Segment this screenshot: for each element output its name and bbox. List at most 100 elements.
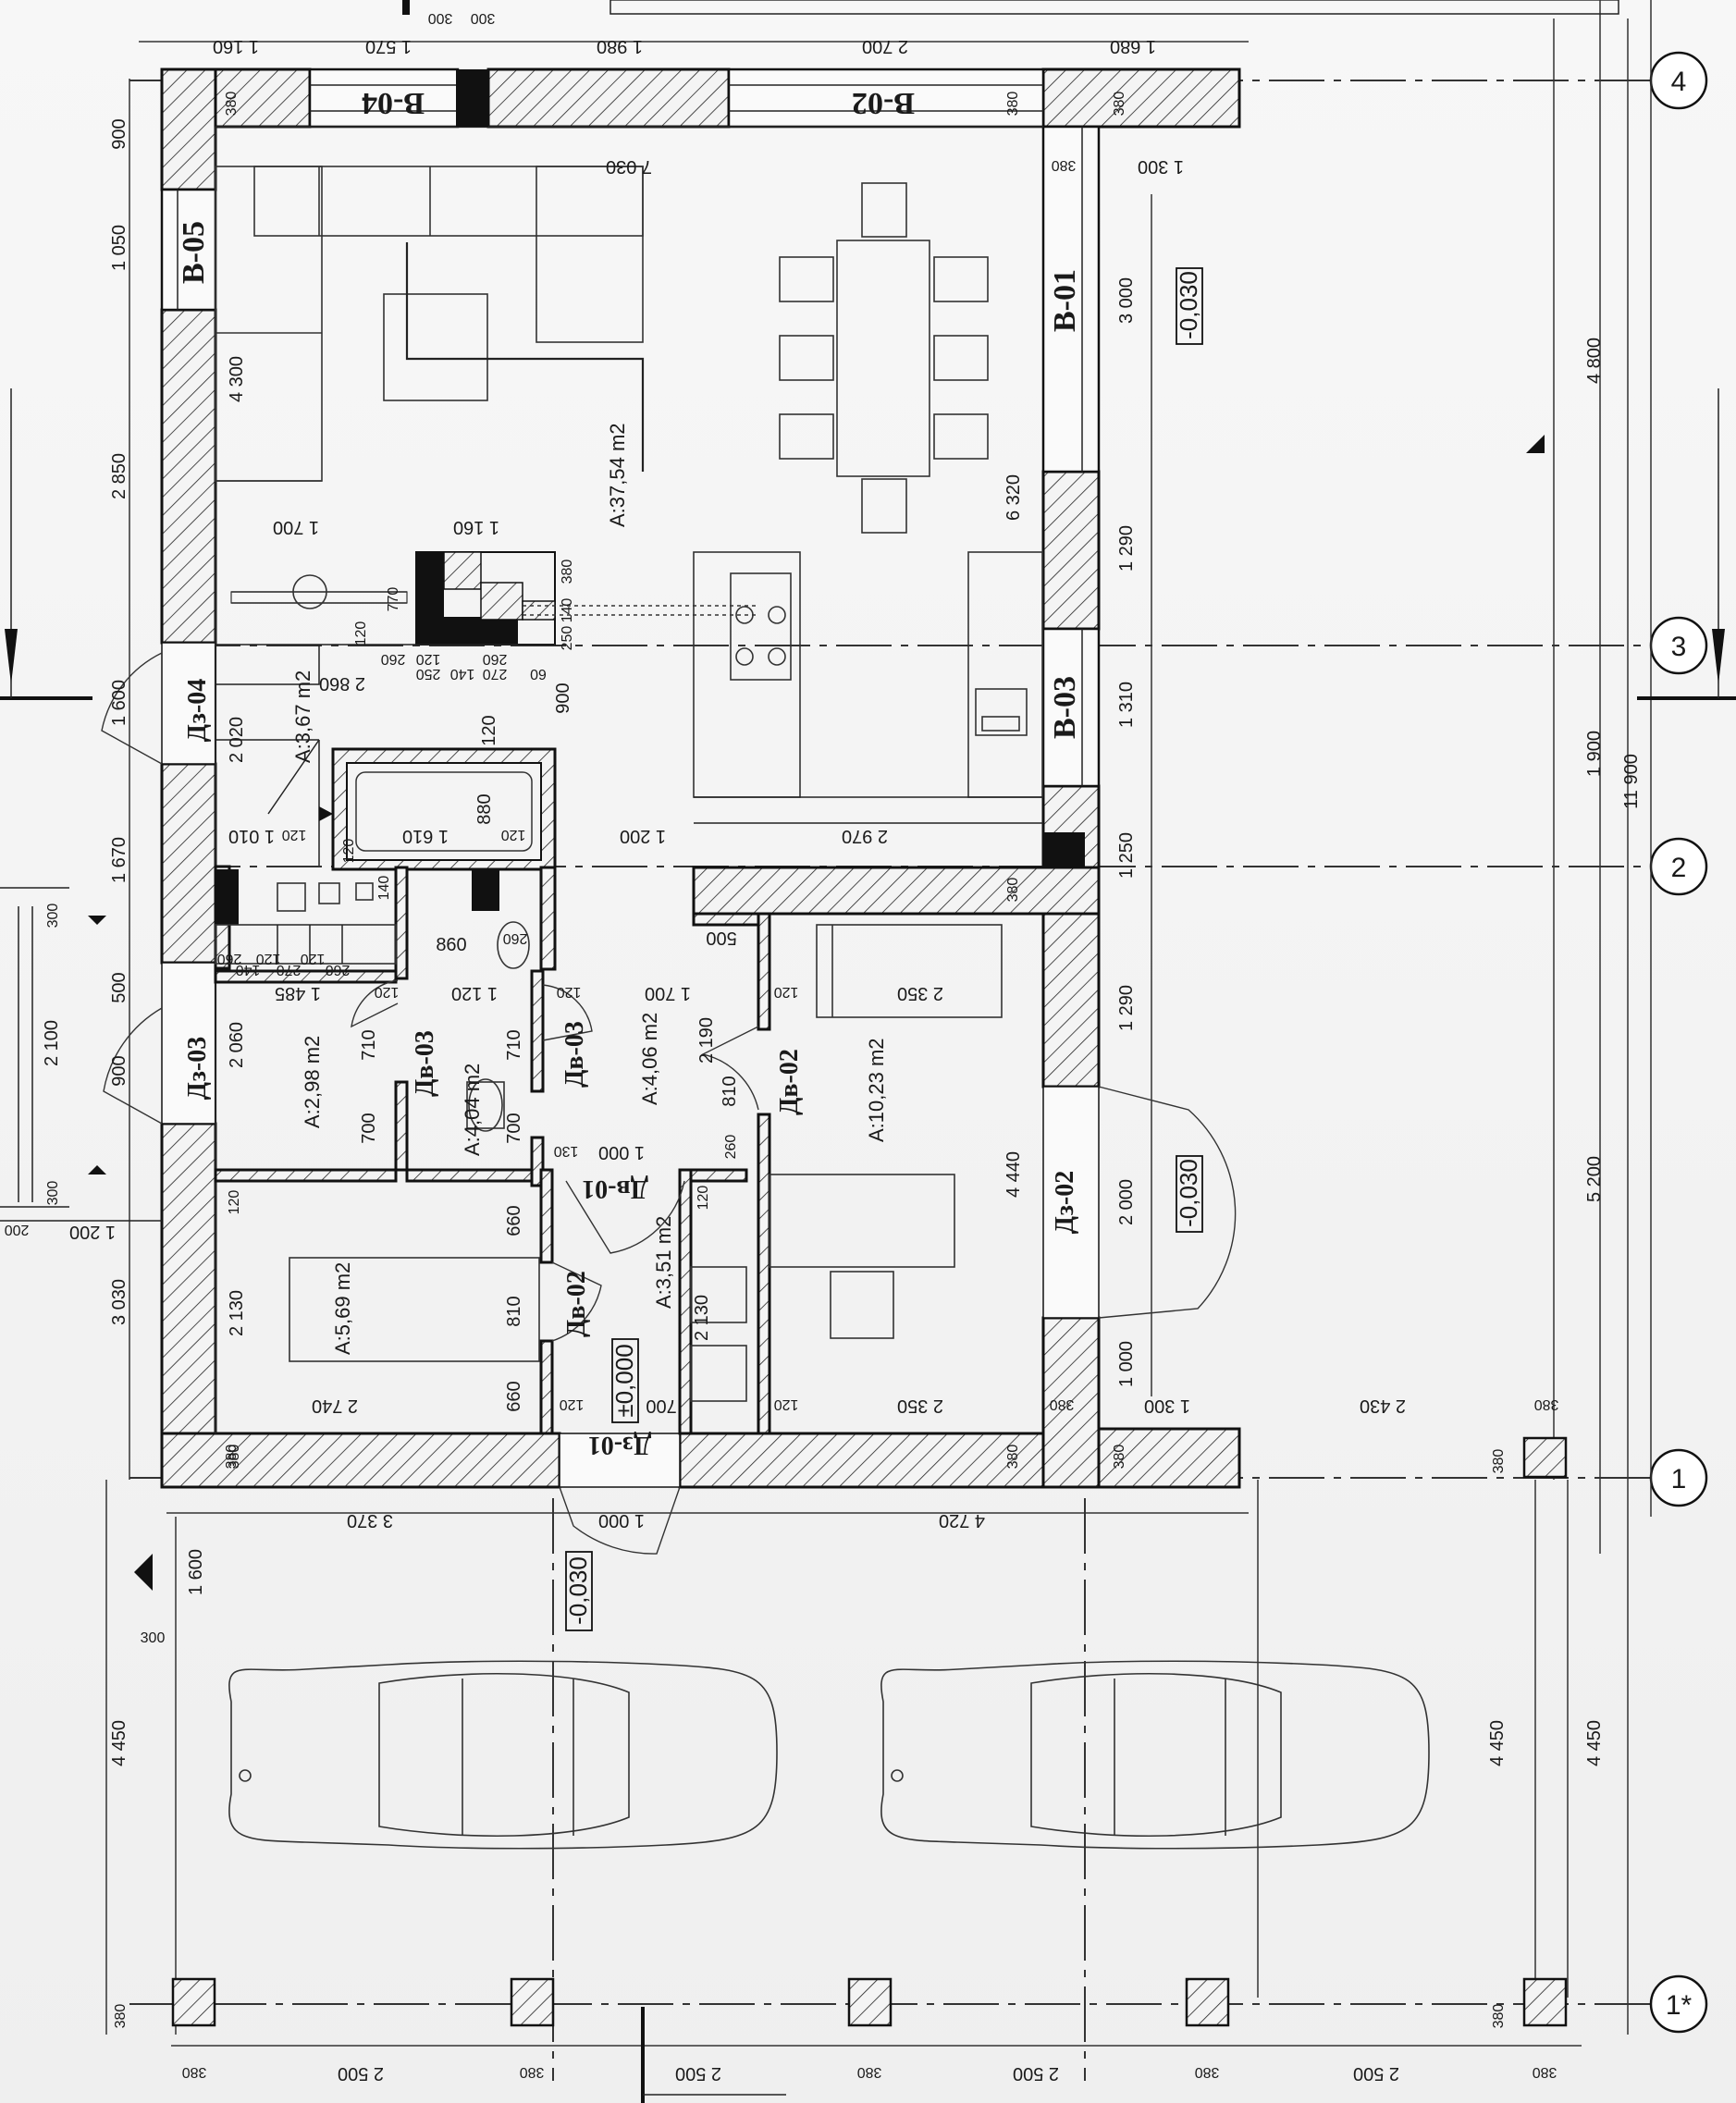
svg-text:2 500: 2 500 <box>1013 2063 1059 2084</box>
dims-right: 4 800 1 900 11 900 5 200 4 450 4 450 3 0… <box>1003 277 1642 1766</box>
axis-label-2: 2 <box>1671 853 1687 883</box>
door-label-dv01: Дв-01 <box>582 1174 648 1203</box>
svg-text:1 250: 1 250 <box>1116 832 1137 879</box>
axis-label-4: 4 <box>1671 67 1687 97</box>
svg-text:1 120: 1 120 <box>451 983 498 1003</box>
svg-text:2 100: 2 100 <box>42 1020 62 1066</box>
svg-text:11 900: 11 900 <box>1621 754 1642 809</box>
door-dv02b: Дв-02 <box>551 1261 602 1342</box>
door-label-dz03: Дз-03 <box>183 1037 212 1101</box>
axis-label-1: 1 <box>1671 1464 1687 1494</box>
svg-text:200: 200 <box>5 1222 30 1237</box>
svg-text:900: 900 <box>109 1055 129 1086</box>
door-label-dz01: Дз-01 <box>588 1431 652 1459</box>
svg-text:120: 120 <box>557 984 582 1000</box>
svg-text:300: 300 <box>471 10 496 26</box>
svg-text:120: 120 <box>774 1396 799 1412</box>
level-bottom: -0,030 <box>564 1551 593 1631</box>
svg-text:700: 700 <box>646 1396 676 1416</box>
window-label-v05: В-05 <box>177 221 211 284</box>
door-dz01: Дз-01 <box>559 1431 681 1555</box>
window-v05: В-05 <box>160 188 217 312</box>
svg-text:380: 380 <box>1491 2004 1507 2029</box>
level-zero: ±0,000 <box>610 1338 639 1423</box>
axis-lines <box>129 80 1651 2081</box>
svg-text:380: 380 <box>1052 157 1077 173</box>
svg-text:130: 130 <box>554 1143 579 1159</box>
sofa-living <box>215 166 645 482</box>
axis-marker-3: 3 <box>1649 616 1708 675</box>
door-label-dz04: Дз-04 <box>183 679 212 743</box>
door-dz03: Дз-03 <box>103 962 216 1125</box>
svg-text:-0,030: -0,030 <box>1175 1159 1202 1227</box>
car-right <box>880 1660 1430 1850</box>
svg-text:120: 120 <box>696 1186 711 1211</box>
svg-text:2 500: 2 500 <box>338 2063 384 2084</box>
svg-text:140: 140 <box>236 962 261 978</box>
svg-text:260: 260 <box>723 1135 739 1160</box>
svg-text:2 000: 2 000 <box>1116 1179 1137 1225</box>
axis-marker-1s: 1* <box>1649 1974 1708 2034</box>
svg-text:1 300: 1 300 <box>1144 1396 1190 1416</box>
svg-text:-0,030: -0,030 <box>564 1556 592 1625</box>
svg-text:4 450: 4 450 <box>109 1720 129 1766</box>
svg-text:380: 380 <box>1005 1445 1021 1470</box>
svg-text:710: 710 <box>504 1029 524 1060</box>
kitchen-island <box>693 551 1043 824</box>
svg-text:5 200: 5 200 <box>1584 1156 1605 1202</box>
svg-text:2 500: 2 500 <box>675 2063 721 2084</box>
svg-text:2 700: 2 700 <box>862 36 908 56</box>
axis-label-1s: 1* <box>1666 1990 1693 2021</box>
svg-text:120: 120 <box>375 984 400 1000</box>
svg-text:380: 380 <box>113 2004 129 2029</box>
svg-text:1 980: 1 980 <box>597 36 643 56</box>
svg-text:1 680: 1 680 <box>1110 36 1156 56</box>
svg-text:2 970: 2 970 <box>842 826 888 846</box>
svg-text:60: 60 <box>530 666 547 682</box>
window-v02: В-02 <box>727 68 1045 129</box>
svg-text:380: 380 <box>1005 92 1021 117</box>
svg-text:±0,000: ±0,000 <box>610 1344 638 1417</box>
svg-text:120: 120 <box>479 715 499 745</box>
svg-text:1 310: 1 310 <box>1116 682 1137 728</box>
svg-text:710: 710 <box>359 1029 379 1060</box>
svg-text:1 200: 1 200 <box>69 1222 116 1242</box>
svg-text:380: 380 <box>224 92 240 117</box>
area-vestibule: A:3,51 m2 <box>652 1216 675 1309</box>
level-right-top: -0,030 <box>1175 267 1203 345</box>
svg-text:2 860: 2 860 <box>319 673 365 694</box>
svg-text:2 190: 2 190 <box>696 1017 717 1064</box>
svg-text:120: 120 <box>501 827 526 842</box>
interior-walls <box>214 125 1043 1435</box>
dimension-lines <box>105 0 1652 2047</box>
door-dz02: Дз-02 <box>1042 1086 1237 1319</box>
svg-text:380: 380 <box>1112 1445 1127 1470</box>
svg-text:860: 860 <box>436 935 466 955</box>
door-dv02a: Дв-02 <box>700 1026 804 1115</box>
svg-text:1 050: 1 050 <box>109 225 129 271</box>
svg-text:900: 900 <box>109 118 129 149</box>
svg-text:380: 380 <box>1112 92 1127 117</box>
svg-text:380: 380 <box>520 2064 545 2080</box>
area-small-room: A:5,69 m2 <box>331 1262 354 1355</box>
svg-text:120: 120 <box>416 651 441 667</box>
svg-text:700: 700 <box>359 1113 379 1143</box>
svg-text:500: 500 <box>706 928 736 948</box>
svg-text:120: 120 <box>774 984 799 1000</box>
svg-text:270: 270 <box>277 962 302 978</box>
svg-text:880: 880 <box>474 793 495 824</box>
svg-text:1 570: 1 570 <box>365 36 412 56</box>
svg-text:810: 810 <box>720 1076 740 1106</box>
svg-text:120: 120 <box>282 827 307 842</box>
svg-text:380: 380 <box>857 2064 882 2080</box>
svg-text:900: 900 <box>553 683 573 713</box>
window-v01: В-01 <box>1041 125 1101 473</box>
area-stair: A:3,67 m2 <box>291 670 314 763</box>
svg-text:1 160: 1 160 <box>453 517 499 537</box>
svg-text:120: 120 <box>301 951 326 966</box>
svg-text:260: 260 <box>326 962 351 978</box>
bedroom-furniture <box>690 924 1003 1402</box>
svg-text:2 740: 2 740 <box>312 1396 358 1416</box>
svg-text:120: 120 <box>560 1396 585 1412</box>
